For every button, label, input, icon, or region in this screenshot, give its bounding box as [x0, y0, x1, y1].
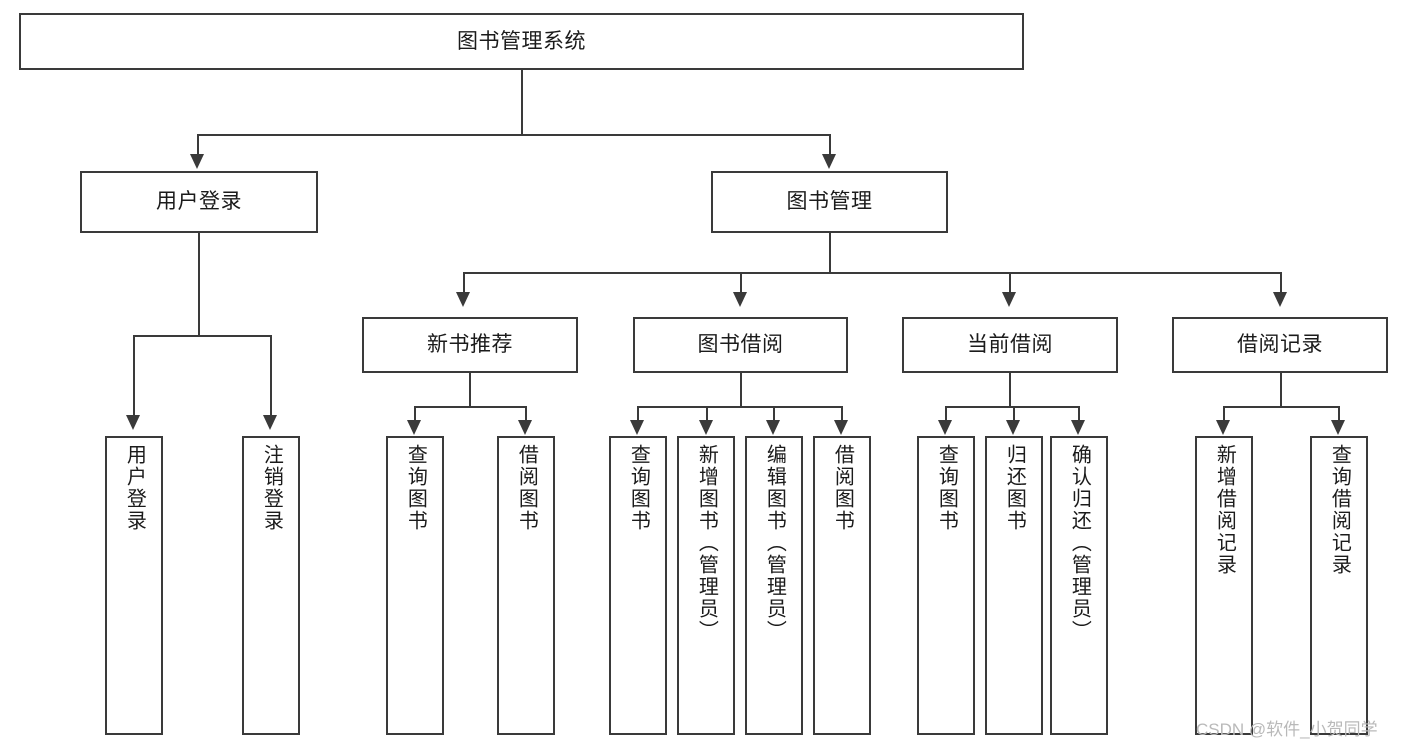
- leaf-label: 用户登录: [123, 444, 146, 532]
- arrowhead-borrow-record-leaf-2: [1331, 420, 1345, 435]
- leaf-label: 新增借阅记录: [1213, 444, 1236, 576]
- connector-level3-bus: [463, 272, 1280, 274]
- node-label: 图书管理系统: [457, 29, 586, 53]
- node-borrow-record[interactable]: 借阅记录: [1172, 317, 1388, 373]
- connector-book-borrow-bus: [637, 406, 841, 408]
- connector-current-borrow-bus: [945, 406, 1078, 408]
- connector-to-new-book: [463, 272, 465, 294]
- connector-root-bus: [197, 134, 830, 136]
- leaf-label: 借阅图书: [831, 444, 854, 532]
- node-new-book-recommend[interactable]: 新书推荐: [362, 317, 578, 373]
- leaf-label: 确认归还（管理员）: [1068, 444, 1091, 642]
- arrowhead-current-borrow: [1002, 292, 1016, 307]
- leaf-label: 查询图书: [404, 444, 427, 532]
- connector-new-book-bus: [414, 406, 525, 408]
- arrowhead-current-borrow-leaf-2: [1006, 420, 1020, 435]
- connector-to-user-login: [197, 134, 199, 156]
- leaf-current-borrow-return-book[interactable]: 归还图书: [985, 436, 1043, 735]
- connector-book-borrow-leaf-4: [841, 406, 843, 422]
- leaf-book-borrow-add-book[interactable]: 新增图书（管理员）: [677, 436, 735, 735]
- connector-to-book-borrow: [740, 272, 742, 294]
- node-label: 图书管理: [786, 190, 873, 214]
- arrowhead-book-borrow-leaf-3: [766, 420, 780, 435]
- arrowhead-book-borrow: [733, 292, 747, 307]
- connector-book-management-down: [829, 233, 831, 274]
- connector-current-borrow-leaf-2: [1013, 406, 1015, 422]
- arrowhead-leaf-user-login-2: [263, 415, 277, 430]
- connector-to-borrow-record: [1280, 272, 1282, 294]
- connector-user-login-leaf-2: [270, 335, 272, 417]
- connector-user-login-bus: [133, 335, 270, 337]
- connector-current-borrow-leaf-3: [1078, 406, 1080, 422]
- connector-borrow-record-leaf-2: [1338, 406, 1340, 422]
- arrowhead-book-borrow-leaf-4: [834, 420, 848, 435]
- arrowhead-borrow-record: [1273, 292, 1287, 307]
- connector-borrow-record-leaf-1: [1223, 406, 1225, 422]
- leaf-borrow-record-query-record[interactable]: 查询借阅记录: [1310, 436, 1368, 735]
- leaf-label: 归还图书: [1003, 444, 1026, 532]
- connector-to-current-borrow: [1009, 272, 1011, 294]
- arrowhead-current-borrow-leaf-3: [1071, 420, 1085, 435]
- node-root-book-management-system[interactable]: 图书管理系统: [19, 13, 1024, 70]
- node-label: 图书借阅: [697, 333, 784, 357]
- connector-current-borrow-leaf-1: [945, 406, 947, 422]
- leaf-current-borrow-query-book[interactable]: 查询图书: [917, 436, 975, 735]
- node-label: 用户登录: [156, 190, 242, 214]
- leaf-label: 查询图书: [935, 444, 958, 532]
- node-current-borrow[interactable]: 当前借阅: [902, 317, 1118, 373]
- leaf-label: 注销登录: [260, 444, 283, 532]
- connector-new-book-leaf-1: [414, 406, 416, 422]
- connector-new-book-leaf-2: [525, 406, 527, 422]
- node-book-borrow[interactable]: 图书借阅: [633, 317, 848, 373]
- leaf-book-borrow-edit-book[interactable]: 编辑图书（管理员）: [745, 436, 803, 735]
- leaf-label: 新增图书（管理员）: [695, 444, 718, 642]
- node-label: 新书推荐: [427, 333, 513, 357]
- leaf-user-login-login[interactable]: 用户登录: [105, 436, 163, 735]
- connector-root-down: [521, 70, 523, 135]
- leaf-new-book-borrow-book[interactable]: 借阅图书: [497, 436, 555, 735]
- node-label: 借阅记录: [1237, 333, 1323, 357]
- connector-borrow-record-down: [1280, 373, 1282, 407]
- leaf-book-borrow-query-book[interactable]: 查询图书: [609, 436, 667, 735]
- leaf-current-borrow-confirm-return[interactable]: 确认归还（管理员）: [1050, 436, 1108, 735]
- arrowhead-borrow-record-leaf-1: [1216, 420, 1230, 435]
- leaf-label: 编辑图书（管理员）: [763, 444, 786, 642]
- arrowhead-book-borrow-leaf-2: [699, 420, 713, 435]
- leaf-label: 查询借阅记录: [1328, 444, 1351, 576]
- arrowhead-new-book-leaf-1: [407, 420, 421, 435]
- connector-book-borrow-leaf-2: [706, 406, 708, 422]
- leaf-book-borrow-borrow-book[interactable]: 借阅图书: [813, 436, 871, 735]
- arrowhead-book-borrow-leaf-1: [630, 420, 644, 435]
- connector-to-book-management: [829, 134, 831, 156]
- node-label: 当前借阅: [967, 333, 1053, 357]
- connector-user-login-down: [198, 233, 200, 336]
- arrowhead-book-management: [822, 154, 836, 169]
- node-book-management[interactable]: 图书管理: [711, 171, 948, 233]
- arrowhead-user-login: [190, 154, 204, 169]
- connector-current-borrow-down: [1009, 373, 1011, 407]
- node-user-login[interactable]: 用户登录: [80, 171, 318, 233]
- arrowhead-new-book-leaf-2: [518, 420, 532, 435]
- connector-new-book-down: [469, 373, 471, 407]
- connector-book-borrow-leaf-3: [773, 406, 775, 422]
- connector-user-login-leaf-1: [133, 335, 135, 417]
- leaf-borrow-record-add-record[interactable]: 新增借阅记录: [1195, 436, 1253, 735]
- arrowhead-current-borrow-leaf-1: [938, 420, 952, 435]
- connector-book-borrow-leaf-1: [637, 406, 639, 422]
- leaf-label: 借阅图书: [515, 444, 538, 532]
- connector-book-borrow-down: [740, 373, 742, 407]
- arrowhead-new-book: [456, 292, 470, 307]
- arrowhead-leaf-user-login-1: [126, 415, 140, 430]
- leaf-user-login-logout[interactable]: 注销登录: [242, 436, 300, 735]
- leaf-new-book-query-book[interactable]: 查询图书: [386, 436, 444, 735]
- leaf-label: 查询图书: [627, 444, 650, 532]
- connector-borrow-record-bus: [1223, 406, 1338, 408]
